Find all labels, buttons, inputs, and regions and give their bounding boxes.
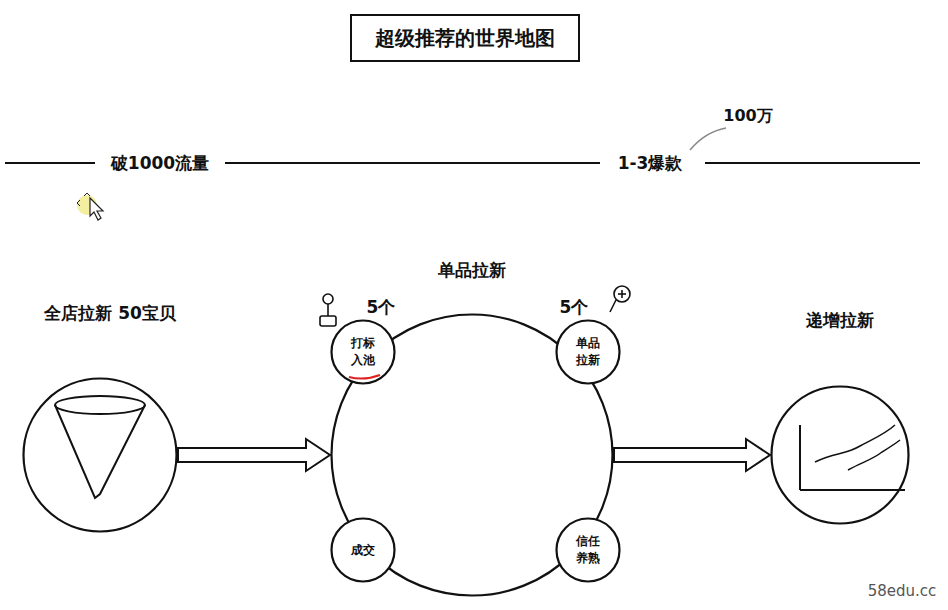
cursor-icon <box>77 193 103 220</box>
annotation: 5个 <box>361 296 402 319</box>
phase-circle: 全店拉新 50宝贝 <box>22 377 178 533</box>
annotation: 100万 <box>717 106 778 127</box>
timeline <box>705 162 920 164</box>
joystick-icon <box>320 294 336 326</box>
node-text: 打标 入池 <box>349 335 378 369</box>
annotation: 破1000流量 <box>105 152 215 175</box>
title-text: 超级推荐的世界地图 <box>375 25 555 52</box>
node-heading: 单品拉新 <box>438 259 506 282</box>
title-box: 超级推荐的世界地图 <box>350 14 580 62</box>
node-text: 单品 拉新 <box>574 335 603 369</box>
leader-line <box>690 128 726 150</box>
annotation: 1-3爆款 <box>612 152 689 175</box>
node-heading: 全店拉新 50宝贝 <box>44 302 176 325</box>
timeline <box>5 162 95 164</box>
circle-outline <box>555 319 621 385</box>
node-text: 成交 <box>349 542 378 559</box>
stage-circle: 单品 拉新 <box>555 319 621 385</box>
watermark: 58edu.cc <box>862 582 943 600</box>
circle-outline <box>770 385 910 525</box>
phase-circle: 递增拉新 <box>770 385 910 525</box>
red-underline <box>349 375 380 379</box>
annotation: 5个 <box>554 296 595 319</box>
phase-circle: 单品拉新打标 入池单品 拉新成交信任 养熟 <box>330 313 614 597</box>
block-arrow <box>614 439 770 471</box>
growth-chart <box>800 425 905 490</box>
block-arrow <box>178 439 330 471</box>
circle-outline <box>22 377 178 533</box>
stage-circle: 成交 <box>330 517 396 583</box>
magnifier-icon <box>610 286 630 312</box>
node-heading: 递增拉新 <box>806 309 874 332</box>
funnel-cone <box>55 396 145 498</box>
circle-outline <box>555 517 621 583</box>
circle-outline <box>330 319 396 385</box>
stage-circle: 打标 入池 <box>330 319 396 385</box>
stage-circle: 信任 养熟 <box>555 517 621 583</box>
node-text: 信任 养熟 <box>574 533 603 567</box>
timeline <box>225 162 600 164</box>
